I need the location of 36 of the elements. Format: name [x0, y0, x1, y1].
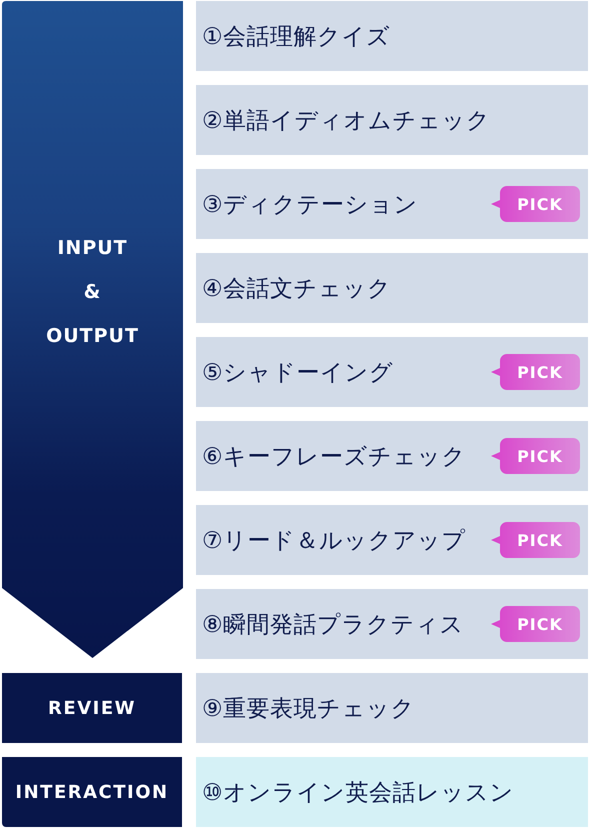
- pick-tag: [491, 606, 580, 642]
- step-label: ⑨重要表現チェック: [202, 694, 416, 724]
- stage-label: INTERACTION: [15, 782, 169, 802]
- step-label: ⑦リード＆ルックアップ: [202, 526, 466, 556]
- down-arrow-banner: [2, 1, 183, 658]
- pick-label: PICK: [517, 530, 563, 550]
- step-label: ④会話文チェック: [202, 274, 392, 304]
- step-label: ⑧瞬間発話プラクティス: [202, 610, 464, 640]
- step-panel: [196, 589, 588, 659]
- step-panel: [196, 673, 588, 743]
- stage-panel: [2, 673, 182, 743]
- pick-label: PICK: [517, 194, 563, 214]
- step-panel: [196, 505, 588, 575]
- step-panel: [196, 85, 588, 155]
- step-panel: [196, 1, 588, 71]
- step-label: ⑤シャドーイング: [202, 358, 394, 388]
- step-panel: [196, 337, 588, 407]
- step-label: ②単語イディオムチェック: [202, 106, 491, 136]
- pick-label: PICK: [517, 362, 563, 382]
- stage-panel: [2, 757, 182, 827]
- step-label: ⑥キーフレーズチェック: [202, 442, 466, 472]
- pick-tag: [491, 354, 580, 390]
- step-label: ③ディクテーション: [202, 190, 418, 220]
- step-label: ①会話理解クイズ: [202, 22, 391, 52]
- pick-label: PICK: [517, 446, 563, 466]
- stage-label: REVIEW: [48, 698, 136, 718]
- step-label: ⑩オンライン英会話レッスン: [202, 778, 514, 808]
- pick-label: PICK: [517, 614, 563, 634]
- step-panel: [196, 253, 588, 323]
- pick-tag: [491, 438, 580, 474]
- stage-label: INPUT & OUTPUT: [46, 236, 139, 349]
- step-panel: [196, 421, 588, 491]
- step-panel: [196, 169, 588, 239]
- pick-tag: [491, 186, 580, 222]
- pick-tag: [491, 522, 580, 558]
- step-panel: [196, 757, 588, 827]
